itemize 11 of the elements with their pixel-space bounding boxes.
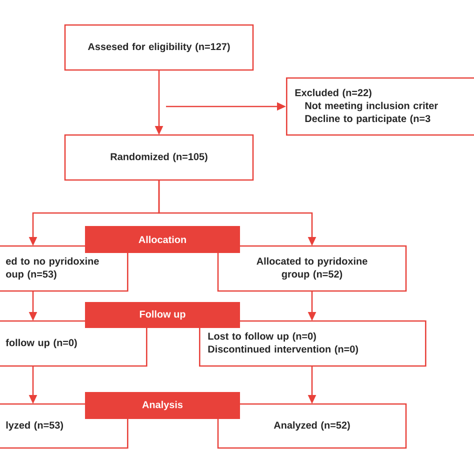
process-box: Excluded (n=22) Not meeting inclusion criter Decline to participate (n=3 xyxy=(286,77,474,136)
process-box: Analyzed (n=52) xyxy=(217,403,407,449)
stage-banner: Analysis xyxy=(85,392,240,419)
process-box: Lost to follow up (n=0) Discontinued intervention (n=0) xyxy=(199,320,426,367)
stage-banner: Follow up xyxy=(85,302,240,328)
stage-banner: Allocation xyxy=(85,226,240,253)
process-box: Allocated to pyridoxine group (n=52) xyxy=(217,245,407,292)
process-box: Assesed for eligibility (n=127) xyxy=(64,24,254,71)
process-box: Randomized (n=105) xyxy=(64,134,254,181)
process-box: ed to no pyridoxine oup (n=53) xyxy=(0,245,128,292)
process-box: follow up (n=0) xyxy=(0,320,148,367)
